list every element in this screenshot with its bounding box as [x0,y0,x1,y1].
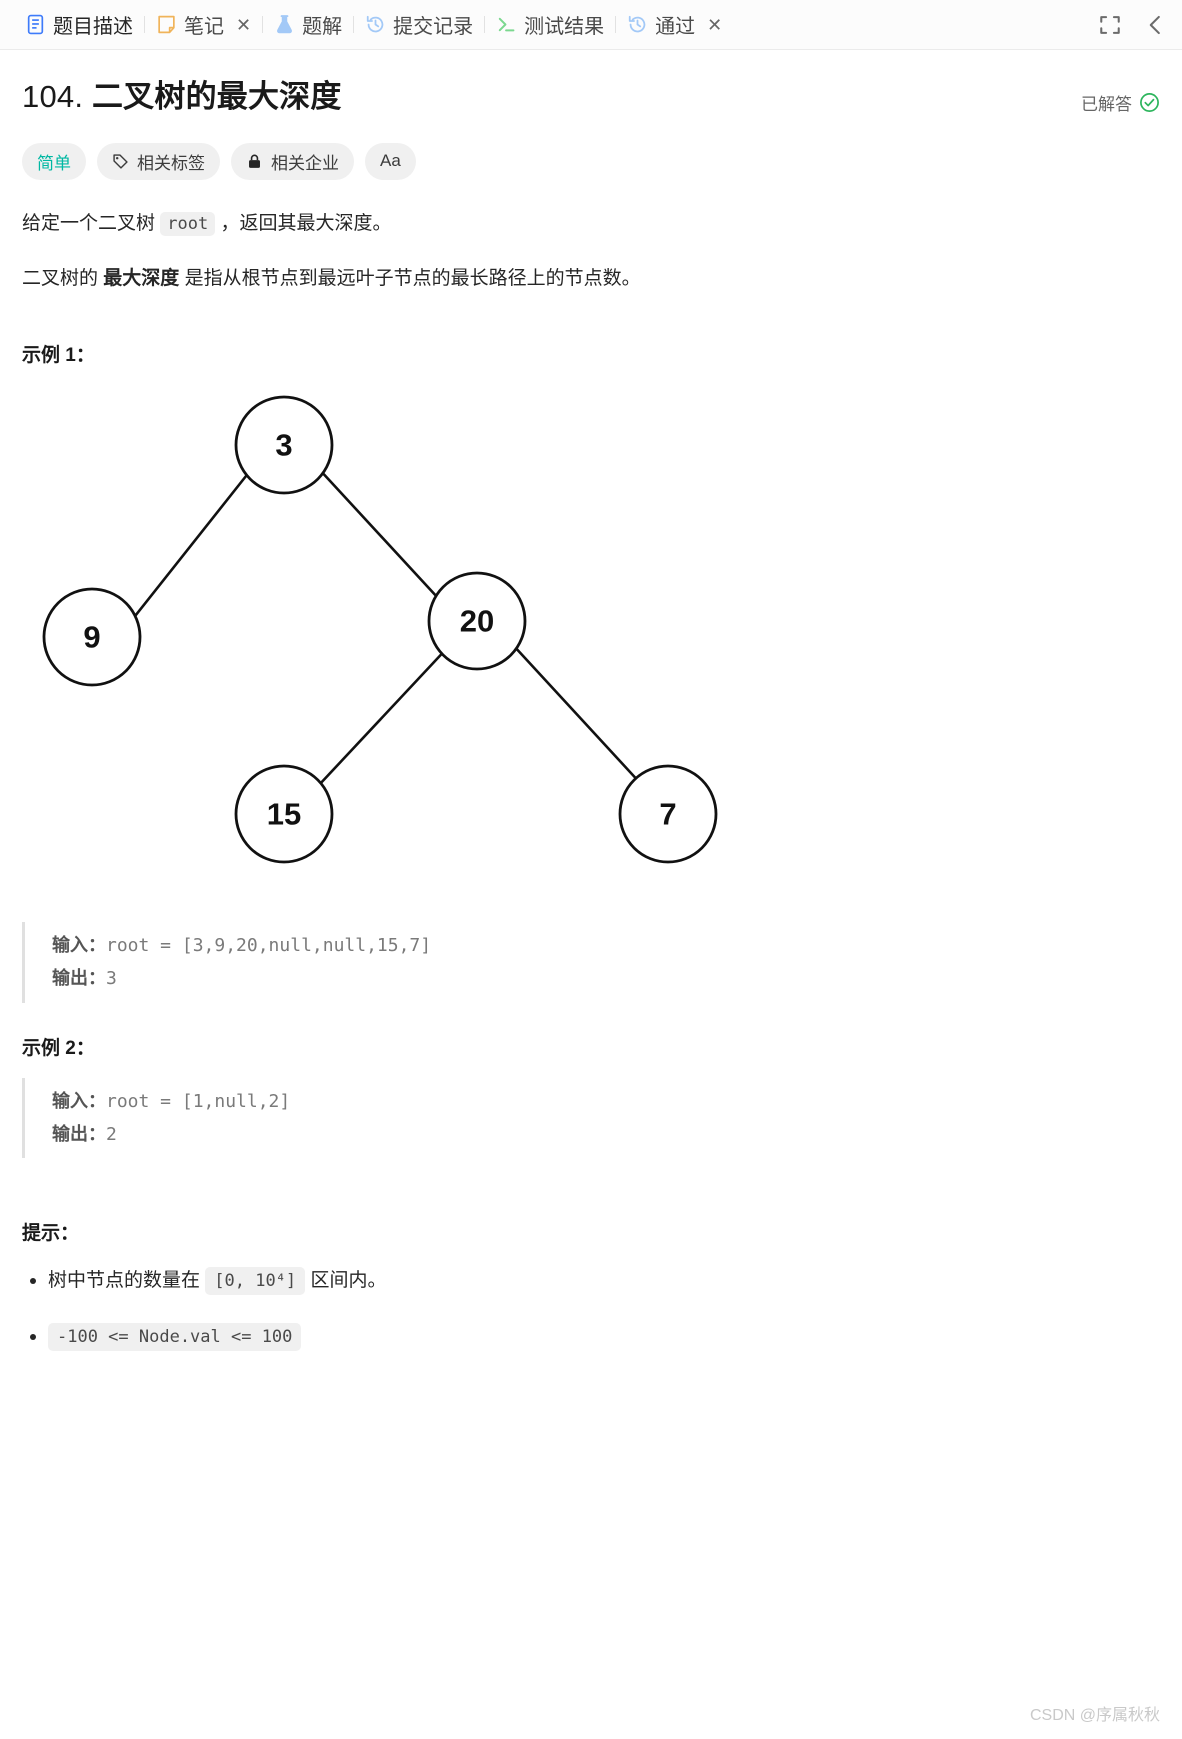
desc1-after: ，返回其最大深度。 [215,212,392,234]
desc2-before: 二叉树的 [22,267,104,289]
desc2-bold: 最大深度 [103,267,180,289]
title-row: 104. 二叉树的最大深度 已解答 [22,78,1160,117]
problem-content: 104. 二叉树的最大深度 已解答 简单 相关标签 [0,50,1182,1355]
tree-node-right: 20 [427,571,527,671]
desc1-before: 给定一个二叉树 [22,212,161,234]
tab-bar-actions [1082,13,1168,37]
tab-separator [615,16,617,33]
inline-code-root: root [160,211,216,236]
example-1-input-label: 输入： [52,935,106,957]
hints-heading: 提示： [22,1223,80,1245]
check-circle-icon [1139,92,1160,113]
binary-tree-diagram: 3 9 20 15 7 [22,389,1160,904]
terminal-icon [496,14,517,35]
example-1-heading: 示例 1： [22,345,95,367]
chevron-left-icon[interactable] [1144,13,1168,37]
lock-icon [246,153,263,170]
example-2-input-label: 输入： [52,1090,106,1112]
history-icon [365,14,386,35]
problem-title-text: 二叉树的最大深度 [91,79,342,114]
list-item: 树中节点的数量在 [0, 10⁴] 区间内。 [30,1263,1160,1299]
related-companies-label: 相关企业 [271,153,339,173]
tab-note[interactable]: 笔记 ✕ [145,8,262,42]
difficulty-label: 简单 [37,153,71,173]
tab-label: 通过 [655,16,696,38]
example-1-block: 输入：root = [3,9,20,null,null,15,7] 输出：3 [22,922,1160,1003]
tree-edge [318,468,451,612]
font-size-label: Aa [380,151,401,171]
tab-separator [144,16,145,33]
svg-text:20: 20 [460,604,494,639]
tab-bar: 题目描述 笔记 ✕ 题解 [0,0,1182,50]
tab-solutions[interactable]: 题解 [263,8,353,42]
tree-edge [126,470,252,626]
example-2-output-value: 2 [106,1123,117,1145]
example-1-input-value: root = [3,9,20,null,null,15,7] [106,935,432,957]
example-1-output-label: 输出： [52,968,106,990]
status-badge: 已解答 [1081,78,1160,115]
fullscreen-icon[interactable] [1098,13,1122,37]
csdn-watermark: CSDN @序属秋秋 [1029,1707,1160,1724]
tab-label: 测试结果 [524,16,605,38]
svg-text:15: 15 [267,797,301,832]
solved-label: 已解答 [1081,95,1132,114]
tab-label: 题目描述 [53,16,133,38]
difficulty-badge[interactable]: 简单 [22,142,86,180]
note-icon [156,14,177,35]
tag-icon [112,153,129,170]
page-title: 104. 二叉树的最大深度 [22,78,342,117]
tree-edge [318,644,451,786]
desc2-after: 是指从根节点到最远叶子节点的最长路径上的节点数。 [179,267,641,289]
svg-text:3: 3 [275,428,292,463]
example-2-input-value: root = [1,null,2] [106,1090,291,1112]
tab-label: 提交记录 [393,16,474,38]
hint-1-after: 区间内。 [305,1270,387,1292]
related-tags-button[interactable]: 相关标签 [97,142,220,180]
svg-text:7: 7 [659,797,676,832]
description-paragraph-2: 二叉树的 最大深度 是指从根节点到最远叶子节点的最长路径上的节点数。 [22,261,1160,296]
tab-label: 题解 [302,16,343,38]
hints-list: 树中节点的数量在 [0, 10⁴] 区间内。 -100 <= Node.val … [22,1263,1160,1355]
tab-separator [262,16,264,33]
example-1-output-value: 3 [106,968,117,990]
tab-label: 笔记 [184,16,224,38]
tab-accepted[interactable]: 通过 ✕ [616,8,733,42]
tab-close-icon[interactable]: ✕ [236,14,252,35]
description-paragraph-1: 给定一个二叉树 root ，返回其最大深度。 [22,206,1160,241]
svg-text:9: 9 [83,620,100,655]
badge-row: 简单 相关标签 相关企业 Aa [22,142,1160,180]
tab-test-result[interactable]: 测试结果 [485,8,615,42]
hint-2-code: -100 <= Node.val <= 100 [48,1323,302,1352]
tab-submissions[interactable]: 提交记录 [354,8,484,42]
problem-number: 104. [22,79,84,114]
tree-node-right-left: 15 [234,764,334,864]
tab-separator [353,16,355,33]
example-2-block: 输入：root = [1,null,2] 输出：2 [22,1077,1160,1159]
hint-1-before: 树中节点的数量在 [48,1270,206,1292]
example-2-heading: 示例 2： [22,1037,95,1059]
description-icon [25,14,46,35]
related-companies-button[interactable]: 相关企业 [231,142,354,180]
tree-node-right-right: 7 [618,764,718,864]
related-tags-label: 相关标签 [137,153,205,173]
hint-1-code: [0, 10⁴] [205,1267,306,1296]
tab-close-icon[interactable]: ✕ [707,14,723,35]
example-2-output-label: 输出： [52,1123,106,1145]
tab-list: 题目描述 笔记 ✕ 题解 [14,8,1082,42]
tree-edge [512,644,643,786]
tree-node-root: 3 [234,395,334,495]
font-size-button[interactable]: Aa [365,142,416,180]
history-icon [627,14,648,35]
tree-node-left: 9 [42,587,142,687]
flask-icon [274,14,295,35]
tab-separator [484,16,486,33]
list-item: -100 <= Node.val <= 100 [30,1319,1160,1355]
tab-description[interactable]: 题目描述 [14,8,144,42]
